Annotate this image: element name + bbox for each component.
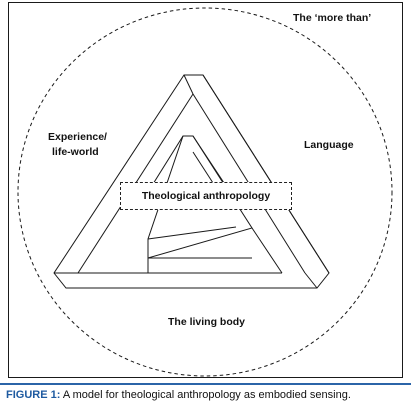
caption-rule [0, 383, 411, 385]
dashed-circle [17, 7, 393, 377]
penrose-triangle [53, 74, 330, 289]
figure-frame [8, 2, 403, 378]
figure-caption: FIGURE 1: A model for theological anthro… [6, 389, 351, 401]
diagram-canvas [17, 7, 393, 377]
center-label-box: Theological anthropology [120, 182, 292, 210]
label-living-body: The living body [168, 316, 246, 328]
label-experience-line2: life-world [52, 146, 99, 158]
label-language: Language [304, 139, 354, 151]
center-label: Theological anthropology [141, 190, 271, 202]
caption-text: A model for theological anthropology as … [60, 389, 351, 401]
caption-label: FIGURE 1: [6, 389, 61, 401]
label-experience-line1: Experience/ [48, 131, 107, 143]
label-more-than: The ‘more than’ [293, 12, 372, 24]
